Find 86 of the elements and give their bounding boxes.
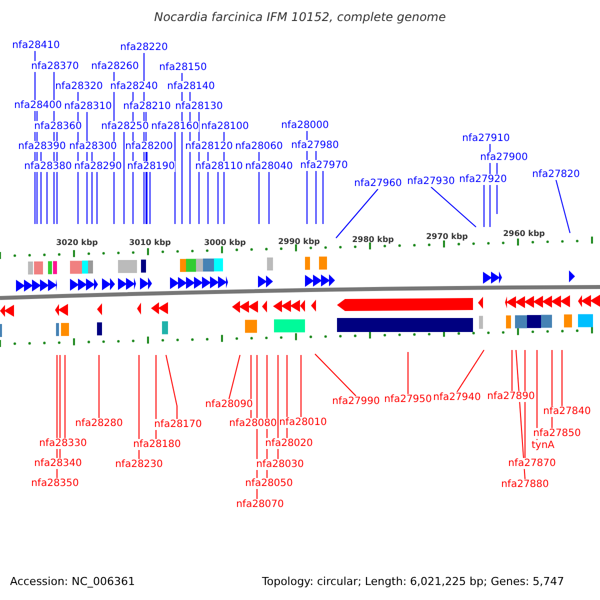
leader-line — [524, 350, 526, 458]
gene-label: nfa28310 — [64, 101, 112, 112]
title: Nocardia farcinica IFM 10152, complete genome — [154, 10, 446, 24]
gene-label: nfa28290 — [74, 161, 122, 172]
gene-label: nfa28130 — [175, 101, 223, 112]
gene-label: nfa28230 — [115, 459, 163, 470]
gene-label: nfa27890 — [487, 391, 535, 402]
gene-label: nfa28300 — [69, 141, 117, 152]
scale-label: 3020 kbp — [56, 238, 98, 247]
gene-label: nfa27920 — [459, 174, 507, 185]
leader-line — [322, 170, 324, 224]
leader-line — [314, 354, 356, 396]
gene-label: nfa28350 — [31, 478, 79, 489]
leader-line — [98, 354, 100, 418]
scale-label: 3000 kbp — [204, 238, 246, 247]
gene-label: nfa28180 — [133, 439, 181, 450]
gene-label: nfa28150 — [159, 62, 207, 73]
scale-label: 2980 kbp — [352, 235, 394, 244]
gene-label: nfa27940 — [433, 392, 481, 403]
gene-label: nfa27950 — [384, 394, 432, 405]
leader-line — [556, 180, 570, 234]
leader-line — [64, 354, 66, 438]
gene-label: nfa27880 — [501, 479, 549, 490]
gene-label: nfa27930 — [407, 176, 455, 187]
scale-label: 2990 kbp — [278, 237, 320, 246]
gene-label: nfa27910 — [462, 133, 510, 144]
gene-label: nfa28160 — [151, 121, 199, 132]
gene-label: nfa28410 — [12, 40, 60, 51]
genome-summary-text: Topology: circular; Length: 6,021,225 bp; Genes: 5,747 — [262, 575, 564, 588]
gene-label: nfa28380 — [24, 161, 72, 172]
gene-label: nfa28070 — [236, 499, 284, 510]
gene-label: nfa28120 — [185, 141, 233, 152]
leader-line — [536, 350, 538, 440]
leader-line — [96, 172, 98, 224]
leader-line — [228, 354, 240, 400]
gene-label: nfa28360 — [34, 121, 82, 132]
gene-label: nfa27850 — [533, 428, 581, 439]
gene-label: nfa28400 — [14, 100, 62, 111]
leader-line — [174, 132, 176, 224]
gene-label: nfa28090 — [205, 399, 253, 410]
gene-label: nfa27990 — [332, 396, 380, 407]
gene-label: nfa28370 — [31, 61, 79, 72]
gene-label: nfa28060 — [235, 141, 283, 152]
leader-line — [336, 188, 378, 238]
gene-label: nfa27970 — [300, 160, 348, 171]
leader-line — [138, 354, 140, 460]
gene-label: nfa27840 — [543, 406, 591, 417]
gene-label: nfa27980 — [291, 140, 339, 151]
gene-label: nfa28330 — [39, 438, 87, 449]
gene-label: nfa27900 — [480, 152, 528, 163]
gene-label: nfa28280 — [75, 418, 123, 429]
scale-label: 2960 kbp — [503, 229, 545, 238]
gene-label: nfa28260 — [91, 61, 139, 72]
gene-label: nfa28170 — [154, 419, 202, 430]
gene-label: nfa28000 — [281, 120, 329, 131]
scale-label: 2970 kbp — [426, 232, 468, 241]
gene-label: nfa28020 — [265, 438, 313, 449]
gene-label: nfa28050 — [245, 478, 293, 489]
gene-label: nfa28100 — [201, 121, 249, 132]
leader-line — [430, 186, 476, 228]
leader-line — [456, 350, 484, 392]
leader-line — [166, 354, 178, 420]
gene-label: nfa28240 — [110, 81, 158, 92]
gene-label: nfa28210 — [123, 101, 171, 112]
leader-line — [46, 172, 48, 224]
gene-label: nfa28110 — [195, 161, 243, 172]
gene-label: nfa28010 — [279, 417, 327, 428]
gene-label: nfa28080 — [229, 418, 277, 429]
scale-label: 3010 kbp — [129, 238, 171, 247]
gene-label: nfa28140 — [167, 81, 215, 92]
accession-text: Accession: NC_006361 — [10, 575, 136, 588]
gene-label: tynA — [531, 440, 555, 451]
gene-label: nfa27960 — [354, 178, 402, 189]
gene-label: nfa28390 — [18, 141, 66, 152]
gene-label: nfa28220 — [120, 42, 168, 53]
gene-label: nfa27870 — [508, 458, 556, 469]
leader-line — [268, 172, 270, 224]
gene-label: nfa28340 — [34, 458, 82, 469]
gene-label: nfa28320 — [55, 81, 103, 92]
gene-label: nfa28200 — [125, 141, 173, 152]
gene-label: nfa28190 — [127, 161, 175, 172]
leader-line — [300, 354, 302, 418]
gene-label: nfa28250 — [101, 121, 149, 132]
gene-label: nfa27820 — [532, 169, 580, 180]
gene-label: nfa28040 — [245, 161, 293, 172]
gene-label: nfa28030 — [256, 459, 304, 470]
